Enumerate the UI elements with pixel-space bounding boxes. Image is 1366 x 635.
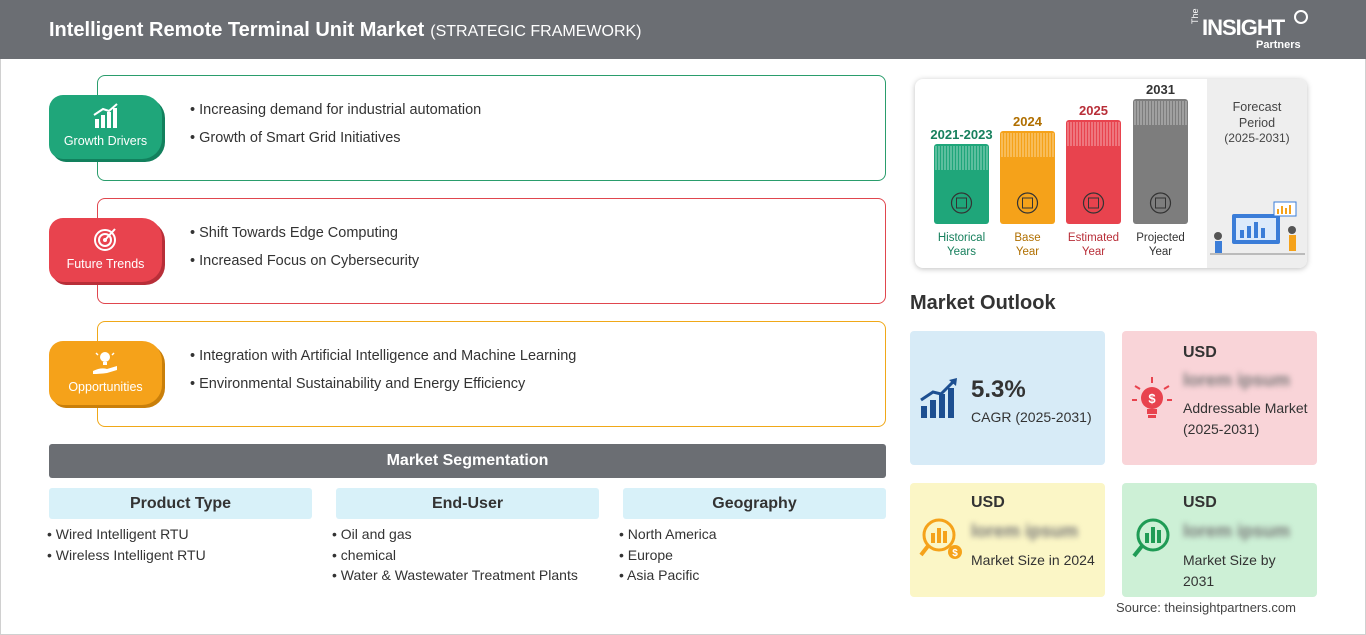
list-item: Shift Towards Edge Computing — [190, 219, 419, 247]
segment-header-product-type: Product Type — [49, 488, 312, 519]
magnifier-chart-icon: $ — [919, 518, 962, 559]
timeline-year-4: 2031 — [1146, 82, 1175, 97]
size-2024-desc: Market Size in 2024 — [971, 552, 1095, 568]
segment-list-geography: North America Europe Asia Pacific — [619, 524, 717, 586]
addressable-desc: Addressable Market (2025-2031) — [1183, 400, 1308, 437]
addressable-usd: USD — [1183, 344, 1217, 361]
timeline-bar-3 — [1066, 120, 1121, 224]
list-item: chemical — [332, 545, 578, 566]
size-2024-usd: USD — [971, 494, 1005, 511]
segment-list-end-user: Oil and gas chemical Water & Wastewater … — [332, 524, 578, 586]
segment-list-product-type: Wired Intelligent RTU Wireless Intellige… — [47, 524, 206, 565]
list-item: Wired Intelligent RTU — [47, 524, 206, 545]
list-item: Wireless Intelligent RTU — [47, 545, 206, 566]
timeline-year-3: 2025 — [1079, 103, 1108, 118]
insight-partners-logo[interactable]: The INSIGHT Partners — [1190, 8, 1310, 54]
list-item: North America — [619, 524, 717, 545]
future-trends-list: Shift Towards Edge Computing Increased F… — [190, 219, 419, 275]
opportunities-badge: Opportunities — [49, 341, 162, 405]
logo-ring-icon — [1294, 10, 1308, 24]
timeline-bar-1 — [934, 144, 989, 224]
timeline-bar-2 — [1000, 131, 1055, 224]
size-2031-usd: USD — [1183, 494, 1217, 511]
timeline-bars — [934, 99, 1188, 224]
forecast-label-line2: Period — [1238, 116, 1276, 130]
analytics-illustration-icon — [1210, 201, 1305, 255]
growth-chart-icon — [93, 103, 118, 128]
addressable-market-card: $ USD lorem ipsum Addressable Market (20… — [1122, 331, 1317, 465]
segment-header-end-user: End-User — [336, 488, 599, 519]
lightbulb-hand-icon — [93, 352, 117, 374]
forecast-period-label: Forecast Period — [1207, 99, 1307, 131]
opportunities-list: Integration with Artificial Intelligence… — [190, 342, 576, 398]
lightbulb-dollar-icon: $ — [1132, 377, 1172, 418]
source-text: Source: theinsightpartners.com — [1116, 600, 1296, 615]
opportunities-box: Integration with Artificial Intelligence… — [97, 321, 886, 427]
clock-icon — [950, 192, 973, 214]
timeline-year-1: 2021-2023 — [930, 127, 993, 142]
target-icon — [94, 228, 116, 251]
cagr-value: 5.3% — [971, 376, 1026, 403]
logo-sub-text: Partners — [1256, 39, 1301, 51]
growth-drivers-badge: Growth Drivers — [49, 95, 162, 159]
market-segmentation-header: Market Segmentation — [49, 444, 886, 478]
forecast-period-years: (2025-2031) — [1224, 131, 1290, 145]
logo-main-text: INSIGHT — [1202, 15, 1285, 40]
timeline-bar-4 — [1133, 99, 1188, 224]
market-size-2031-card: USD lorem ipsum Market Size by 2031 — [1122, 483, 1317, 597]
presentation-icon — [1149, 192, 1172, 214]
title-subtitle: (STRATEGIC FRAMEWORK) — [430, 23, 642, 40]
opportunities-label: Opportunities — [68, 380, 143, 394]
market-size-2024-card: $ USD lorem ipsum Market Size in 2024 — [910, 483, 1105, 597]
list-item: Integration with Artificial Intelligence… — [190, 342, 576, 370]
list-item: Water & Wastewater Treatment Plants — [332, 565, 578, 586]
forecast-label-line1: Forecast — [1232, 100, 1282, 114]
svg-text:$: $ — [952, 548, 958, 559]
title-text: Intelligent Remote Terminal Unit Market — [49, 19, 425, 41]
growth-drivers-box: Increasing demand for industrial automat… — [97, 75, 886, 181]
header-bar: Intelligent Remote Terminal Unit Market (… — [0, 0, 1366, 59]
list-item: Europe — [619, 545, 717, 566]
list-item: Growth of Smart Grid Initiatives — [190, 124, 481, 152]
growth-drivers-list: Increasing demand for industrial automat… — [190, 96, 481, 152]
magnifier-chart-icon — [1132, 518, 1170, 558]
segment-header-geography: Geography — [623, 488, 886, 519]
list-item: Environmental Sustainability and Energy … — [190, 370, 576, 398]
size-2031-desc: Market Size by 2031 — [1183, 552, 1276, 589]
list-item: Oil and gas — [332, 524, 578, 545]
size-2031-value: lorem ipsum — [1183, 521, 1291, 541]
logo-the-text: The — [1190, 8, 1200, 24]
addressable-value: lorem ipsum — [1183, 370, 1291, 390]
list-item: Asia Pacific — [619, 565, 717, 586]
list-item: Increasing demand for industrial automat… — [190, 96, 481, 124]
future-trends-box: Shift Towards Edge Computing Increased F… — [97, 198, 886, 304]
calendar-icon — [1016, 192, 1039, 214]
growth-drivers-label: Growth Drivers — [63, 134, 148, 148]
cagr-label: CAGR (2025-2031) — [971, 409, 1092, 425]
market-outlook-title: Market Outlook — [910, 292, 1056, 314]
cagr-card: 5.3% CAGR (2025-2031) — [910, 331, 1105, 465]
growth-chart-icon — [920, 378, 957, 418]
page-title: Intelligent Remote Terminal Unit Market (… — [49, 19, 642, 42]
svg-text:$: $ — [1148, 391, 1156, 406]
list-item: Increased Focus on Cybersecurity — [190, 247, 419, 275]
future-trends-label: Future Trends — [66, 257, 145, 271]
future-trends-badge: Future Trends — [49, 218, 162, 282]
size-2024-value: lorem ipsum — [971, 521, 1079, 541]
timeline-year-2: 2024 — [1013, 114, 1042, 129]
gear-chart-icon — [1082, 192, 1105, 214]
